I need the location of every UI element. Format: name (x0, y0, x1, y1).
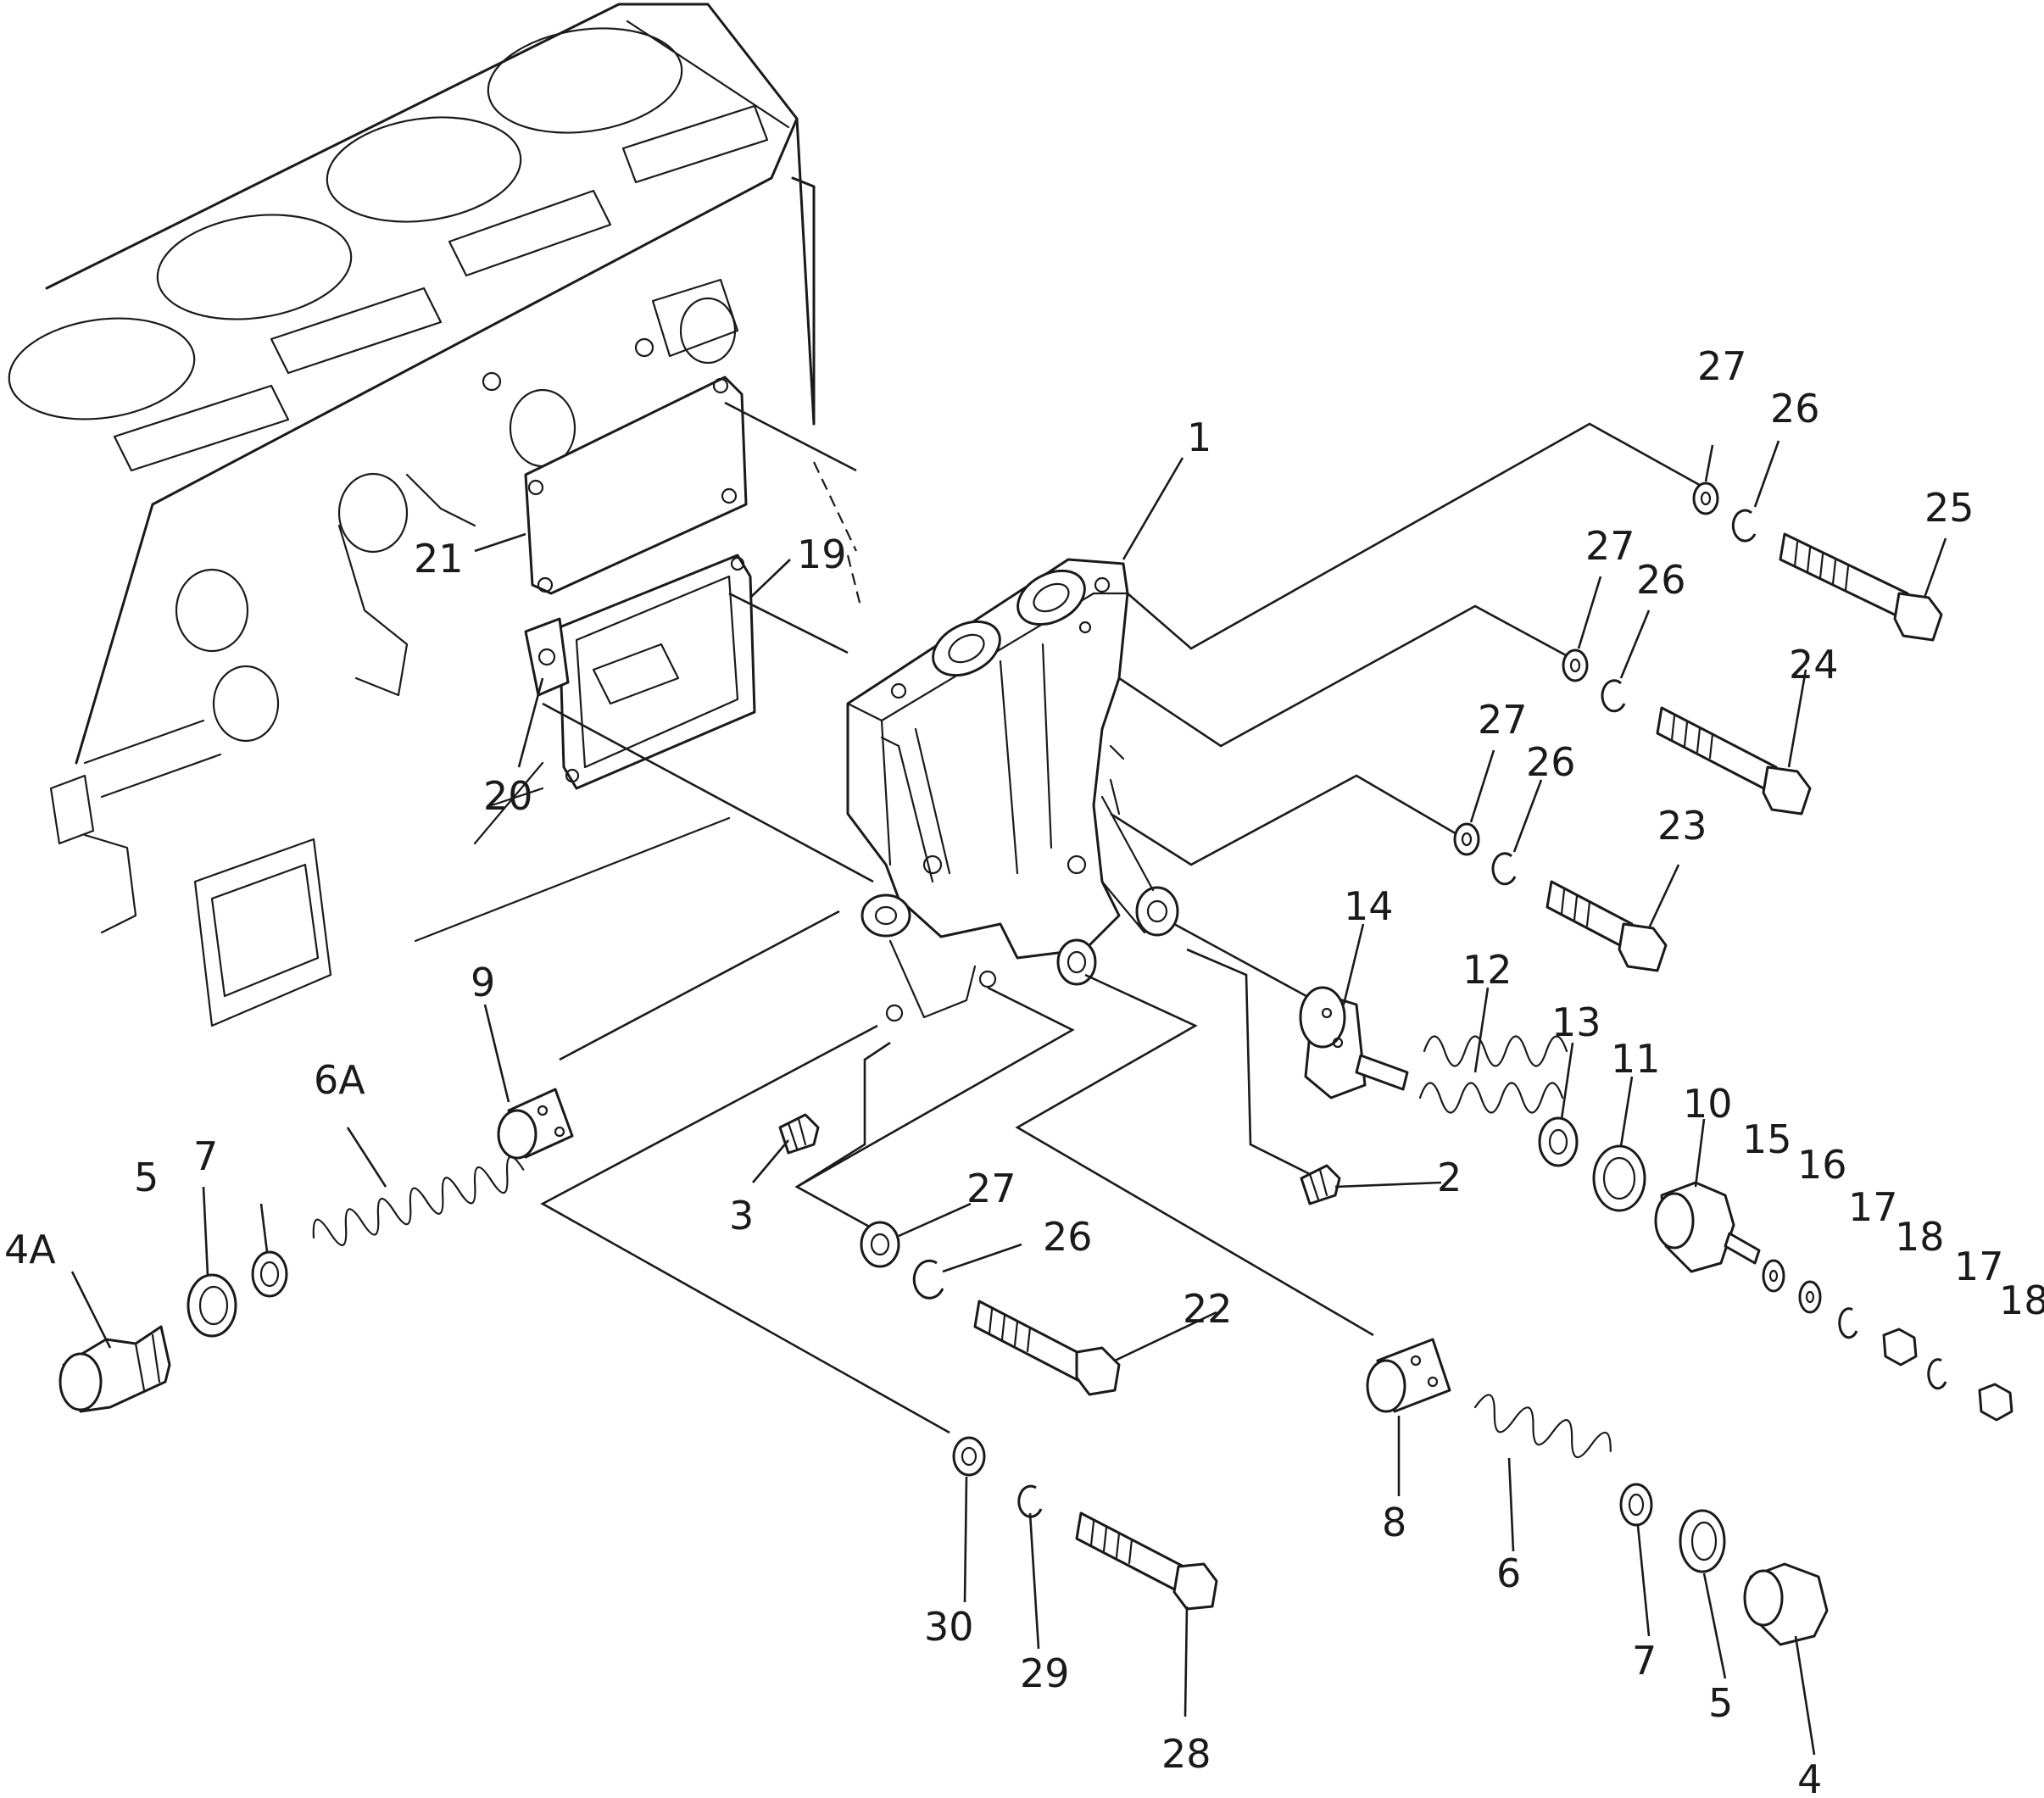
label-5-right: 5 (1708, 1680, 1733, 1726)
plug-10 (1654, 1181, 1761, 1273)
label-10: 10 (1683, 1081, 1733, 1127)
label-15: 15 (1742, 1116, 1792, 1162)
label-4: 4 (1797, 1756, 1822, 1798)
label-26-d: 26 (1043, 1214, 1093, 1260)
gasket-19 (558, 554, 756, 790)
label-12: 12 (1462, 947, 1512, 993)
small-parts-15-18 (1762, 1259, 2013, 1422)
label-6A: 6A (314, 1057, 365, 1103)
bolt-group-28 (952, 1436, 1218, 1611)
seal-ring-5-left (187, 1273, 237, 1338)
label-11: 11 (1611, 1036, 1661, 1082)
part-labels: 1 27 26 25 27 26 24 27 26 23 14 12 13 11… (4, 343, 2044, 1798)
label-4A: 4A (4, 1227, 56, 1272)
label-29: 29 (1020, 1650, 1070, 1696)
seal-ring-5-right (1679, 1509, 1726, 1573)
label-27-b: 27 (1585, 523, 1635, 569)
washer-13 (1538, 1116, 1579, 1167)
spring-6A (312, 1155, 525, 1246)
label-26-c: 26 (1526, 739, 1576, 785)
bolt-group-23 (1453, 822, 1668, 972)
label-26-a: 26 (1770, 386, 1820, 431)
label-18-b: 18 (1999, 1278, 2044, 1323)
label-27-d: 27 (966, 1166, 1016, 1211)
label-18-a: 18 (1895, 1214, 1945, 1260)
bolt-group-25 (1692, 482, 1943, 642)
plug-4 (1743, 1562, 1829, 1646)
valve-housing-1 (846, 558, 1179, 1022)
label-30: 30 (924, 1604, 974, 1650)
valve-spool-14 (1299, 986, 1409, 1099)
label-20: 20 (483, 773, 533, 819)
label-22: 22 (1183, 1286, 1233, 1332)
label-24: 24 (1789, 642, 1839, 687)
seal-ring-11 (1592, 1144, 1646, 1212)
label-19: 19 (797, 532, 847, 577)
label-23: 23 (1657, 803, 1707, 849)
label-27-c: 27 (1478, 697, 1528, 743)
label-25: 25 (1924, 485, 1974, 531)
plug-2 (1300, 1164, 1341, 1205)
label-6: 6 (1496, 1550, 1521, 1596)
assembly-guide-lines (540, 401, 1705, 1434)
label-13: 13 (1551, 999, 1601, 1045)
label-16: 16 (1797, 1142, 1847, 1188)
plug-3 (778, 1113, 820, 1155)
label-7-right: 7 (1632, 1638, 1657, 1684)
label-14: 14 (1344, 883, 1394, 929)
label-1: 1 (1187, 415, 1211, 460)
label-8: 8 (1382, 1500, 1406, 1545)
valve-sleeve-9 (497, 1088, 574, 1160)
label-21: 21 (414, 536, 464, 582)
washer-7-right (1619, 1483, 1653, 1527)
washer-7-left (251, 1250, 288, 1298)
cover-plate-21 (524, 376, 748, 595)
label-5-left: 5 (134, 1155, 159, 1200)
gasket-20 (524, 617, 570, 697)
label-7-left: 7 (193, 1133, 218, 1179)
label-9: 9 (471, 960, 495, 1005)
label-28: 28 (1161, 1731, 1211, 1777)
spring-12 (1418, 1035, 1568, 1114)
valve-sleeve-8 (1366, 1338, 1451, 1413)
label-27-a: 27 (1697, 343, 1747, 389)
label-3: 3 (729, 1193, 754, 1239)
label-17-b: 17 (1954, 1244, 2004, 1289)
label-26-b: 26 (1636, 557, 1686, 603)
engine-block (8, 3, 816, 1027)
bolt-group-24 (1562, 649, 1812, 816)
label-2: 2 (1437, 1155, 1462, 1200)
spring-6 (1473, 1394, 1612, 1458)
plug-4A (58, 1325, 171, 1413)
bolt-group-22 (860, 1221, 1121, 1396)
label-17-a: 17 (1848, 1184, 1898, 1230)
label-leaders (70, 440, 1947, 1756)
